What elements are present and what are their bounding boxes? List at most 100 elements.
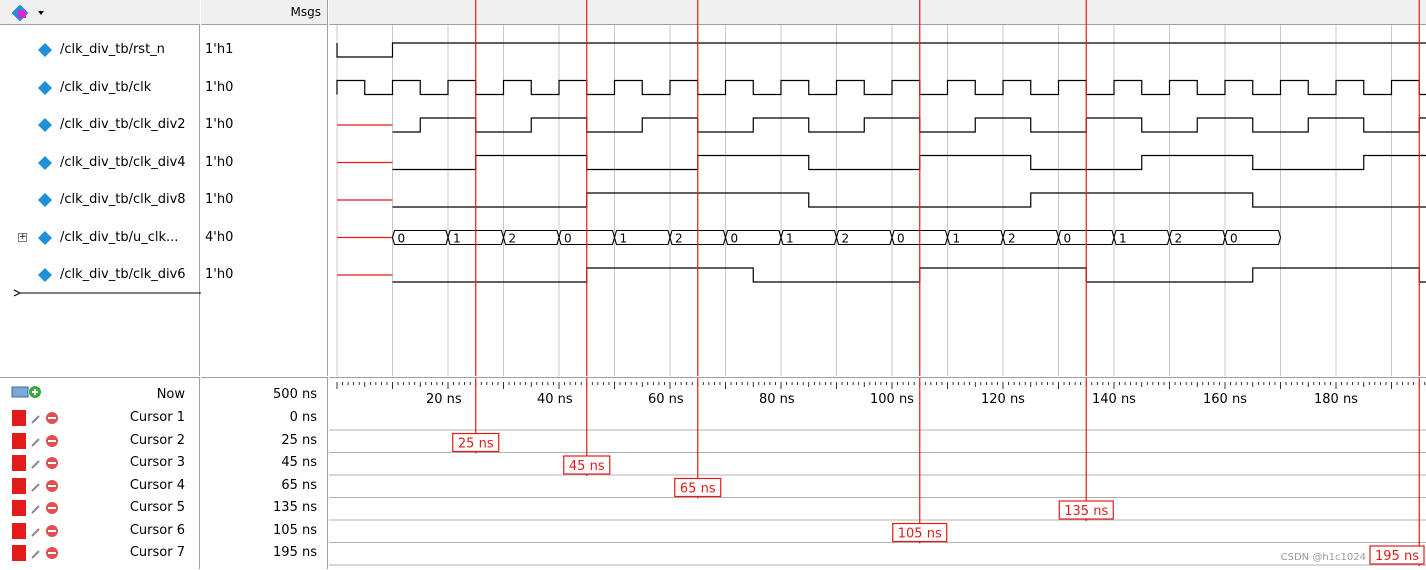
bus-value-label: 2 — [1175, 232, 1183, 246]
signal-values-pane: Msgs 1'h1 1'h0 1'h0 1'h0 1'h0 4'h0 1'h0 — [201, 0, 328, 376]
cursor-marker-label: 45 ns — [569, 459, 605, 474]
cursor-value: 135 ns — [273, 500, 317, 515]
signal-value: 1'h1 — [205, 42, 233, 57]
cursor-value: 65 ns — [281, 478, 317, 493]
cursor-tool-icons[interactable] — [30, 479, 60, 493]
signal-value: 1'h0 — [205, 155, 233, 170]
signal-name: /clk_div_tb/rst_n — [60, 42, 165, 57]
cursor-marker-label: 105 ns — [898, 527, 942, 542]
signal-trace — [337, 43, 1426, 57]
cursor-name: Cursor 6 — [130, 523, 185, 538]
cursor-name: Cursor 4 — [130, 478, 185, 493]
signal-row[interactable]: /clk_div_tb/clk_div6 — [0, 256, 200, 293]
ruler-tick-label: 120 ns — [981, 392, 1025, 407]
cursor-tool-icons[interactable] — [30, 411, 60, 425]
signal-row[interactable]: + /clk_div_tb/u_clk... — [0, 219, 200, 256]
ruler-tick-label: 40 ns — [537, 392, 573, 407]
signal-row[interactable]: /clk_div_tb/clk_div2 — [0, 106, 200, 143]
cursor-marker-label: 65 ns — [680, 482, 716, 497]
cursor-value: 0 ns — [290, 410, 317, 425]
cursor-value: 25 ns — [281, 433, 317, 448]
cursor-lock-icon[interactable] — [12, 478, 26, 494]
signal-name: /clk_div_tb/clk_div2 — [60, 117, 186, 132]
cursor-toolbar-icons[interactable] — [10, 384, 60, 400]
signal-row[interactable]: /clk_div_tb/rst_n — [0, 31, 200, 68]
signal-diamond-icon — [38, 193, 52, 207]
cursor-lock-icon[interactable] — [12, 545, 26, 561]
signal-name: /clk_div_tb/u_clk... — [60, 230, 178, 245]
signal-diamond-icon — [38, 118, 52, 132]
cursor-marker-label: 25 ns — [458, 437, 494, 452]
cursor-name: Cursor 2 — [130, 433, 185, 448]
cursor-lock-icon[interactable] — [12, 410, 26, 426]
ruler-tick-label: 140 ns — [1092, 392, 1136, 407]
expand-icon[interactable]: + — [18, 233, 27, 242]
signal-names-pane: /clk_div_tb/rst_n/clk_div_tb/clk/clk_div… — [0, 0, 200, 376]
signal-value: 1'h0 — [205, 80, 233, 95]
now-value: 500 ns — [273, 387, 317, 402]
cursor-name: Cursor 7 — [130, 545, 185, 560]
cursor-value: 45 ns — [281, 455, 317, 470]
signal-diamond-icon — [38, 231, 52, 245]
cursor-lock-icon[interactable] — [12, 433, 26, 449]
bus-value-label: 1 — [786, 232, 794, 246]
signal-diamond-icon — [38, 268, 52, 282]
cursor-tool-icons[interactable] — [30, 546, 60, 560]
wave-toolbar-icon[interactable] — [12, 4, 48, 22]
signal-trace — [393, 118, 1426, 132]
bus-value-label: 0 — [398, 232, 406, 246]
bus-value-label: 0 — [1064, 232, 1072, 246]
msgs-label: Msgs — [291, 5, 321, 19]
signal-value: 1'h0 — [205, 192, 233, 207]
signal-value: 4'h0 — [205, 230, 233, 245]
ruler-tick-label: 20 ns — [426, 392, 462, 407]
cursor-value: 195 ns — [273, 545, 317, 560]
bus-value-label: 1 — [620, 232, 628, 246]
bus-value-label: 0 — [897, 232, 905, 246]
signal-trace — [337, 81, 1426, 95]
bus-value-label: 0 — [731, 232, 739, 246]
ruler-tick-label: 100 ns — [870, 392, 914, 407]
bus-value-label: 1 — [953, 232, 961, 246]
cursor-lock-icon[interactable] — [12, 523, 26, 539]
signal-value: 1'h0 — [205, 267, 233, 282]
cursor-name: Cursor 5 — [130, 500, 185, 515]
bus-value-label: 2 — [1008, 232, 1016, 246]
ruler-tick-label: 160 ns — [1203, 392, 1247, 407]
watermark: CSDN @h1c1024 — [1281, 552, 1366, 563]
cursor-tool-icons[interactable] — [30, 456, 60, 470]
signal-trace — [393, 193, 1426, 207]
values-header: Msgs — [201, 0, 327, 25]
ruler-tick-label: 180 ns — [1314, 392, 1358, 407]
bus-value-label: 2 — [842, 232, 850, 246]
signal-trace — [393, 156, 1426, 170]
cursor-lock-icon[interactable] — [12, 500, 26, 516]
cursor-tool-icons[interactable] — [30, 434, 60, 448]
cursor-tool-icons[interactable] — [30, 524, 60, 538]
signal-diamond-icon — [38, 156, 52, 170]
signal-name: /clk_div_tb/clk — [60, 80, 151, 95]
signal-row[interactable]: /clk_div_tb/clk — [0, 69, 200, 106]
bus-value-label: 0 — [1230, 232, 1238, 246]
signal-diamond-icon — [38, 81, 52, 95]
now-label: Now — [157, 387, 185, 402]
signal-row[interactable]: /clk_div_tb/clk_div4 — [0, 144, 200, 181]
names-header — [0, 0, 200, 25]
signal-value: 1'h0 — [205, 117, 233, 132]
signal-row[interactable]: /clk_div_tb/clk_div8 — [0, 181, 200, 218]
bus-value-label: 2 — [675, 232, 683, 246]
bus-value-label: 0 — [564, 232, 572, 246]
cursor-values-pane: 500 ns 0 ns 25 ns 45 ns 65 ns 135 ns 105 ns 19… — [201, 377, 328, 569]
ruler-tick-label: 80 ns — [759, 392, 795, 407]
signal-name: /clk_div_tb/clk_div6 — [60, 267, 186, 282]
cursor-tool-icons[interactable] — [30, 501, 60, 515]
cursor-name: Cursor 3 — [130, 455, 185, 470]
cursor-lock-icon[interactable] — [12, 455, 26, 471]
cursor-value: 105 ns — [273, 523, 317, 538]
cursor-marker-label: 135 ns — [1064, 504, 1108, 519]
